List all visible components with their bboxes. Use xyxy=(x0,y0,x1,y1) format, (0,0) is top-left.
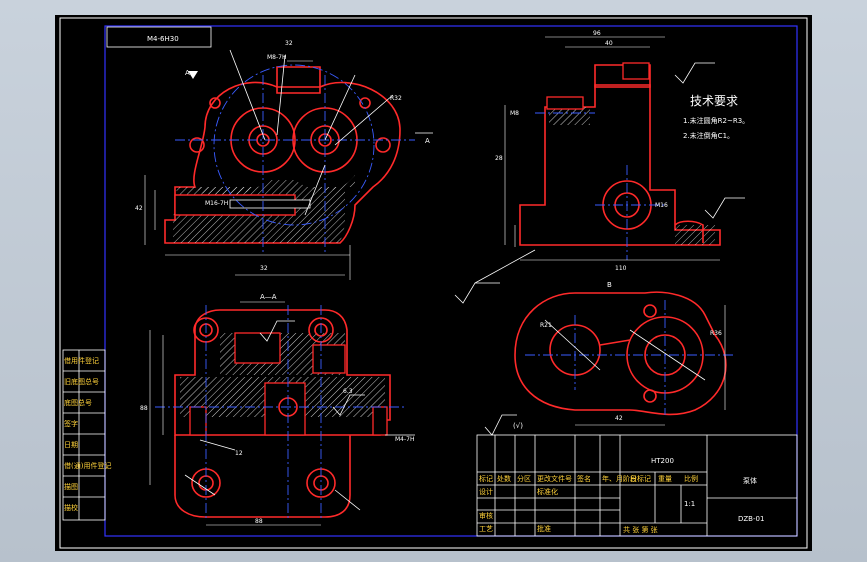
stage-label: 阶段标记 xyxy=(623,474,651,483)
title-block: HT200 泵体 DZB-01 标记 处数 分区 更改文件号 签名 年、月、日 … xyxy=(476,434,798,537)
ann-a2: 32 xyxy=(285,40,293,47)
roughness-default: (√) xyxy=(513,422,523,430)
mark-1: 处数 xyxy=(497,474,511,483)
strip-cell-6: 描图 xyxy=(64,482,78,491)
approve-label: 批准 xyxy=(537,524,551,533)
ann-b4: 28 xyxy=(495,155,503,162)
ann-d2: R36 xyxy=(710,330,722,337)
side-view: 96 40 110 28 M8 M16 xyxy=(454,30,745,304)
left-strip: 借用件登记 旧底图总号 底图总号 签字 日期 借(通)用件登记 描图 描校 xyxy=(62,349,111,521)
mark-0: 标记 xyxy=(479,474,493,483)
ann-d1: R21 xyxy=(540,322,552,329)
ann-a4: 42 xyxy=(135,205,143,212)
ann-b5: M16 xyxy=(655,202,668,209)
strip-cell-2: 底图总号 xyxy=(64,398,92,407)
ann-a3: M16-7H xyxy=(205,200,228,207)
process-label: 工艺 xyxy=(479,525,493,533)
ann-a6: R32 xyxy=(390,95,402,102)
outer-frame xyxy=(59,17,808,549)
strip-cell-0: 借用件登记 xyxy=(64,356,99,365)
tech-note-1: 1.未注圆角R2~R3。 xyxy=(683,116,749,125)
ann-b1: 96 xyxy=(593,30,601,37)
ann-c1: 88 xyxy=(140,405,148,412)
strip-cell-7: 描校 xyxy=(64,503,78,512)
review-label: 审核 xyxy=(479,511,493,520)
scale-label: 比例 xyxy=(684,474,698,483)
strip-cell-5: 借(通)用件登记 xyxy=(64,461,111,470)
cad-drawing-canvas[interactable]: M4-6H30 借用件登记 旧底图总号 底图总号 签字 日期 借(通)用件登记 … xyxy=(55,15,812,551)
front-view: M8-7H 32 42 M16-7H R32 32 A A xyxy=(135,40,433,280)
drawing-no: DZB-01 xyxy=(738,515,764,523)
tech-title: 技术要求 xyxy=(690,94,738,108)
scale-value: 1:1 xyxy=(684,500,695,508)
view-b-label: B xyxy=(607,281,612,289)
strip-cell-4: 日期 xyxy=(64,441,78,449)
inner-border xyxy=(104,25,798,537)
ann-c5: 88 xyxy=(255,518,263,525)
top-label: M4-6H30 xyxy=(147,35,179,43)
roughness-symbol xyxy=(484,414,517,436)
mark-2: 分区 xyxy=(517,474,531,483)
ann-c4: 12 xyxy=(235,450,243,457)
cut-marker-top: A xyxy=(185,69,190,77)
drawing-sheet: M4-6H30 借用件登记 旧底图总号 底图总号 签字 日期 借(通)用件登记 … xyxy=(59,17,808,549)
strip-cell-3: 签字 xyxy=(64,419,78,428)
standard-label: 标准化 xyxy=(537,487,558,496)
mark-5: 年、月、日 xyxy=(602,474,637,483)
section-label: A—A xyxy=(260,293,277,301)
ann-b6: M8 xyxy=(510,110,519,117)
ann-a2b: 32 xyxy=(260,265,268,272)
part-name: 泵体 xyxy=(743,476,757,485)
view-b: B R21 R36 42 xyxy=(514,281,735,426)
section-a-a: A—A 88 M4-7H 12 88 6 xyxy=(140,293,415,526)
top-label-box xyxy=(106,26,212,48)
ann-d3: 42 xyxy=(615,415,623,422)
mark-4: 签名 xyxy=(577,474,591,483)
material: HT200 xyxy=(651,457,674,465)
tech-note-2: 2.未注倒角C1。 xyxy=(683,131,734,140)
cut-marker-right: A xyxy=(425,137,430,145)
weight-label: 重量 xyxy=(658,475,672,483)
sheets-label: 共 张 第 张 xyxy=(623,525,658,534)
ann-b3: 110 xyxy=(615,265,627,272)
ann-a1: M8-7H xyxy=(267,54,287,61)
ann-c2: 6.3 xyxy=(343,388,353,395)
ann-b2: 40 xyxy=(605,40,613,47)
ann-c3: M4-7H xyxy=(395,436,415,443)
strip-cell-1: 旧底图总号 xyxy=(64,377,99,386)
mark-3: 更改文件号 xyxy=(537,474,572,483)
design-label: 设计 xyxy=(479,487,493,496)
